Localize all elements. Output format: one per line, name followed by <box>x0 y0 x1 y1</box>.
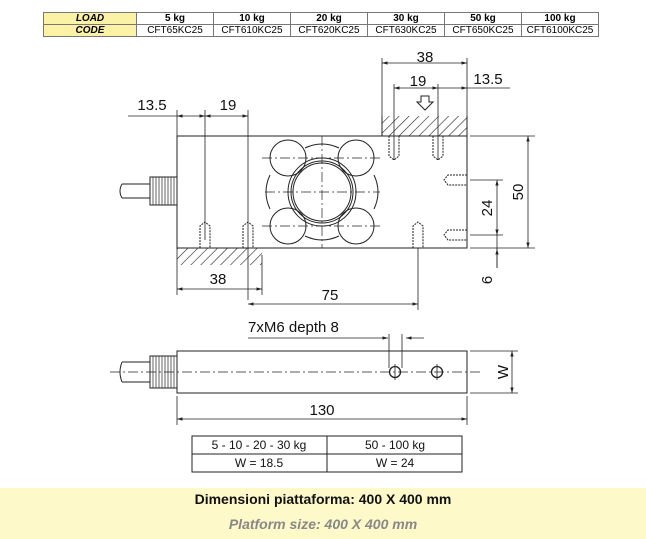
code-row: CODE CFT65KC25 CFT610KC25 CFT620KC25 CFT… <box>43 24 599 37</box>
w-table-header: 50 - 100 kg <box>365 438 425 452</box>
footer-band <box>0 488 646 539</box>
dim-75: 75 <box>322 287 339 304</box>
dim-50: 50 <box>510 184 527 201</box>
code-cell: CFT620KC25 <box>290 24 368 37</box>
dim-left-19: 19 <box>220 97 237 114</box>
w-table-value: W = 18.5 <box>235 456 284 470</box>
dim-bottom-38: 38 <box>210 271 227 288</box>
code-cell: CFT6100KC25 <box>521 24 599 37</box>
platform-size-english: Platform size: 400 X 400 mm <box>228 516 418 532</box>
dim-6: 6 <box>479 276 496 284</box>
dim-w: W <box>495 364 512 379</box>
code-cell: CFT630KC25 <box>367 24 445 37</box>
code-label: CODE <box>43 24 137 37</box>
w-table: 5 - 10 - 20 - 30 kg 50 - 100 kg W = 18.5… <box>191 435 463 473</box>
dim-130: 130 <box>309 402 334 419</box>
dim-24: 24 <box>479 200 496 217</box>
load-arrow-icon <box>415 95 435 111</box>
load-label: LOAD <box>43 12 137 25</box>
w-table-header: 5 - 10 - 20 - 30 kg <box>212 438 307 452</box>
thread-note: 7xM6 depth 8 <box>248 319 339 336</box>
w-table-value: W = 24 <box>376 456 415 470</box>
dim-top-19: 19 <box>410 73 427 90</box>
load-code-table: LOAD 5 kg 10 kg 20 kg 30 kg 50 kg 100 kg… <box>43 12 599 37</box>
dim-top-38: 38 <box>417 49 434 66</box>
top-view: 38 19 13.5 13.5 19 38 75 50 24 6 <box>119 49 535 310</box>
dim-left-13-5: 13.5 <box>137 97 166 114</box>
dim-top-13-5: 13.5 <box>473 71 502 88</box>
side-view: 7xM6 depth 8 W 130 <box>110 319 518 425</box>
code-cell: CFT610KC25 <box>213 24 291 37</box>
code-cell: CFT650KC25 <box>444 24 522 37</box>
platform-size-italian: Dimensioni piattaforma: 400 X 400 mm <box>194 491 452 507</box>
